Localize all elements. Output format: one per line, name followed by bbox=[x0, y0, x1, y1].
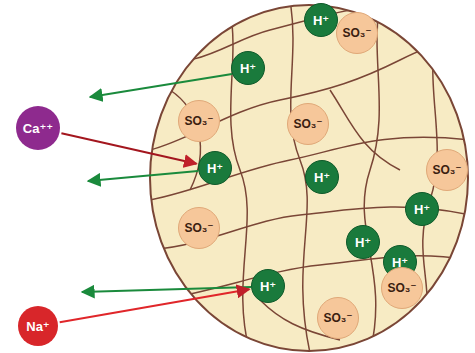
hydrogen-ion: H⁺ bbox=[346, 225, 380, 259]
sulfonate-group: SO₃⁻ bbox=[287, 103, 329, 145]
ion-label: H⁺ bbox=[207, 162, 223, 175]
sulfonate-group: SO₃⁻ bbox=[178, 207, 220, 249]
ion-label: SO₃⁻ bbox=[323, 312, 352, 324]
hydrogen-ion: H⁺ bbox=[198, 151, 232, 185]
ion-label: H⁺ bbox=[355, 236, 371, 249]
sulfonate-group: SO₃⁻ bbox=[317, 297, 359, 339]
green-arrow bbox=[88, 171, 198, 181]
hydrogen-ion: H⁺ bbox=[305, 160, 339, 194]
ion-label: H⁺ bbox=[314, 171, 330, 184]
exchange-arrow bbox=[60, 289, 250, 322]
ion-label: H⁺ bbox=[313, 14, 329, 27]
ion-label: H⁺ bbox=[240, 62, 256, 75]
ion-label: Na⁺ bbox=[26, 320, 49, 333]
sulfonate-group: SO₃⁻ bbox=[178, 100, 220, 142]
hydrogen-ion: H⁺ bbox=[231, 51, 265, 85]
sulfonate-group: SO₃⁻ bbox=[336, 12, 378, 54]
sodium-ion: Na⁺ bbox=[18, 306, 58, 346]
hydrogen-ion: H⁺ bbox=[304, 3, 338, 37]
ion-label: SO₃⁻ bbox=[432, 164, 461, 176]
ion-label: SO₃⁻ bbox=[342, 27, 371, 39]
ion-label: H⁺ bbox=[414, 203, 430, 216]
ion-label: SO₃⁻ bbox=[387, 282, 416, 294]
calcium-ion: Ca⁺⁺ bbox=[16, 106, 60, 150]
sulfonate-group: SO₃⁻ bbox=[381, 267, 423, 309]
sulfonate-group: SO₃⁻ bbox=[426, 149, 468, 191]
hydrogen-ion: H⁺ bbox=[251, 269, 285, 303]
ion-label: SO₃⁻ bbox=[184, 222, 213, 234]
ion-label: SO₃⁻ bbox=[293, 118, 322, 130]
polymer-network bbox=[150, 0, 470, 353]
green-arrow bbox=[82, 287, 251, 292]
exchange-arrow bbox=[61, 133, 196, 164]
ion-label: Ca⁺⁺ bbox=[23, 122, 53, 135]
released-ion-arrows bbox=[82, 74, 251, 292]
green-arrow bbox=[90, 74, 232, 97]
ion-label: H⁺ bbox=[260, 280, 276, 293]
ion-label: SO₃⁻ bbox=[184, 115, 213, 127]
hydrogen-ion: H⁺ bbox=[405, 192, 439, 226]
